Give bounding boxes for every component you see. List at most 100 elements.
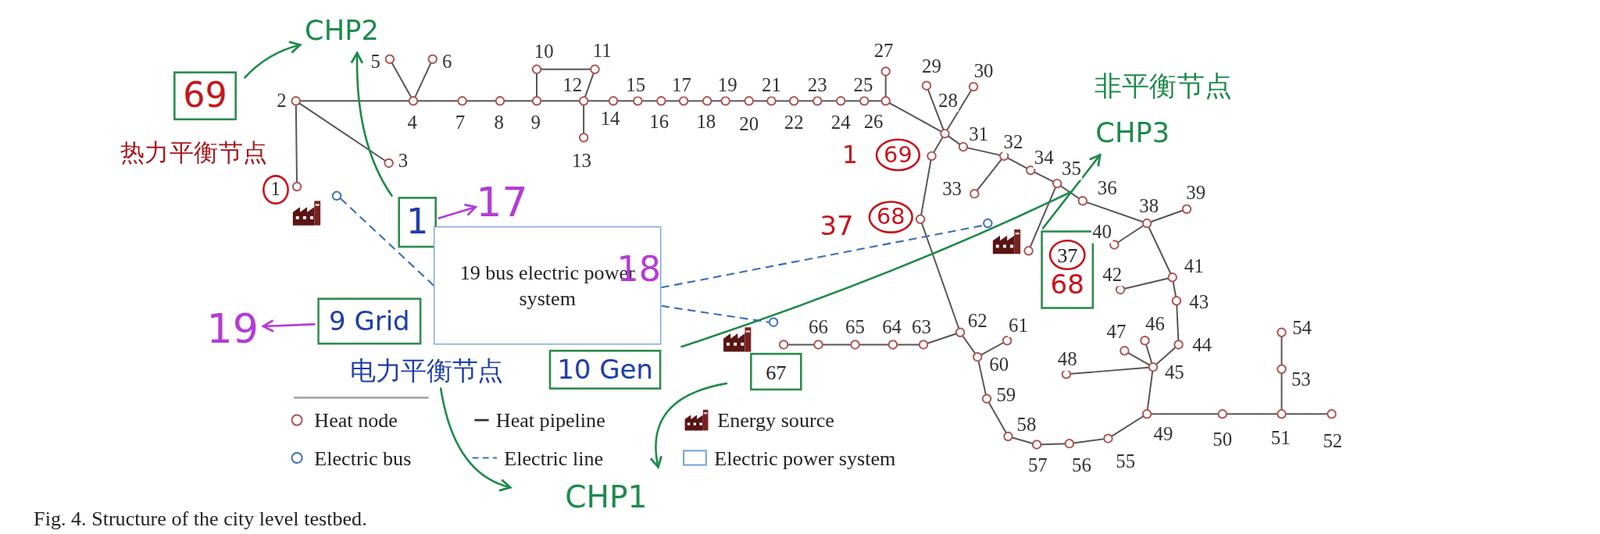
heat-node	[970, 189, 979, 198]
node-number: 11	[591, 40, 613, 62]
node-number: 39	[1185, 183, 1207, 205]
heat-node	[789, 96, 798, 105]
heat-node	[292, 96, 300, 105]
node-number: 2	[275, 90, 288, 112]
heat-node	[744, 96, 753, 105]
heat-node	[940, 129, 949, 138]
bus-note: 10 Gen	[557, 355, 654, 385]
heat-node	[1277, 328, 1286, 337]
annotation-text: 69	[875, 139, 921, 172]
heat-pipeline	[1281, 413, 1332, 415]
heat-node	[779, 340, 788, 349]
heat-node	[1277, 365, 1286, 374]
heat-node	[1174, 340, 1183, 349]
heat-pipeline	[1069, 439, 1109, 445]
node-number: 53	[1290, 370, 1312, 392]
node-number: 1	[262, 175, 289, 205]
heat-pipeline	[413, 59, 433, 102]
heat-pipeline	[1114, 223, 1147, 245]
annotation-box: 10 Gen	[549, 350, 662, 390]
electric-line	[660, 306, 769, 323]
annotation-line	[681, 192, 1072, 348]
annotation-box: 69	[173, 71, 237, 121]
annotation-arrows	[244, 44, 1100, 488]
node-number: 47	[1105, 321, 1127, 343]
system-label: 19 bus electric power system	[457, 260, 637, 311]
heat-node	[657, 96, 665, 105]
heat-pipeline	[1222, 413, 1283, 415]
node-number: 23	[806, 75, 828, 97]
heat-pipeline	[500, 100, 537, 102]
heat-pipeline	[296, 100, 390, 164]
node-number: 66	[807, 317, 829, 339]
node-number: 5	[369, 51, 382, 73]
node-number: 43	[1188, 292, 1210, 314]
heat-pipeline	[1124, 350, 1154, 368]
heat-node	[1062, 370, 1071, 379]
node-number: 45	[1164, 362, 1186, 384]
node-number: 33	[941, 178, 963, 200]
heat-node	[1120, 346, 1129, 355]
heat-pipeline	[1036, 443, 1070, 445]
heat-pipeline	[783, 343, 818, 346]
node-number: 15	[625, 75, 647, 97]
node-number: 29	[921, 57, 943, 79]
node-number: 35	[1060, 158, 1083, 180]
energy-source-icon	[292, 200, 321, 225]
node-number: 28	[937, 90, 959, 112]
electric-bus	[769, 318, 778, 327]
annotation-text: 电力平衡节点	[350, 357, 504, 386]
node-number: 44	[1191, 335, 1213, 357]
heat-pipeline	[389, 59, 414, 102]
node-number: 36	[1096, 178, 1118, 200]
node-number: 9	[529, 112, 542, 134]
annotation-box: 3768	[1040, 230, 1094, 310]
heat-node	[1172, 296, 1181, 305]
node-number: 32	[1002, 132, 1024, 154]
node-number: 20	[738, 114, 760, 136]
node-number: 63	[910, 317, 933, 339]
legend-electric-line	[472, 457, 497, 459]
node-number: 6	[441, 51, 454, 73]
heat-pipeline	[1146, 367, 1154, 415]
node-number: 4	[406, 112, 418, 134]
heat-node	[1277, 410, 1286, 418]
heat-pipeline	[1082, 200, 1147, 224]
heat-node	[922, 81, 931, 90]
node-number: 24	[830, 112, 852, 134]
node-number: 52	[1321, 431, 1343, 453]
heat-node	[1182, 205, 1191, 214]
heat-pipeline	[920, 156, 932, 220]
annotation-text: 非平衡节点	[1094, 70, 1233, 101]
node-number: 38	[1138, 196, 1160, 218]
heat-pipeline	[413, 100, 463, 102]
node-number: 34	[1032, 147, 1054, 169]
node-number: 13	[571, 150, 593, 172]
node-number: 18	[695, 111, 717, 133]
heat-node	[633, 96, 642, 105]
node-number: 27	[872, 40, 894, 62]
heat-node	[982, 394, 991, 403]
node-number: 65	[844, 317, 866, 339]
heat-node	[1032, 440, 1041, 449]
annotation-box: 67	[750, 353, 803, 391]
legend-energy-source	[685, 410, 709, 432]
annotation-text: 68	[868, 200, 914, 234]
heat-node	[496, 96, 504, 105]
node-number: 17	[671, 75, 693, 97]
annotation-text: CHP3	[1095, 117, 1170, 148]
legend-text: Energy source	[717, 409, 835, 433]
heat-pipeline	[1176, 300, 1179, 345]
energy-source-icon	[992, 229, 1021, 254]
legend-heat-node	[292, 415, 303, 426]
heat-node	[1149, 363, 1158, 372]
heat-pipeline	[1281, 369, 1283, 415]
node-number: 3	[396, 150, 409, 172]
node-number: 67	[765, 360, 786, 384]
heat-node	[1003, 336, 1011, 345]
annotation-text: CHP1	[564, 480, 647, 515]
node-number: 60	[988, 354, 1010, 376]
heat-node	[385, 55, 394, 64]
heat-node	[881, 96, 890, 105]
heat-node	[1142, 410, 1151, 418]
